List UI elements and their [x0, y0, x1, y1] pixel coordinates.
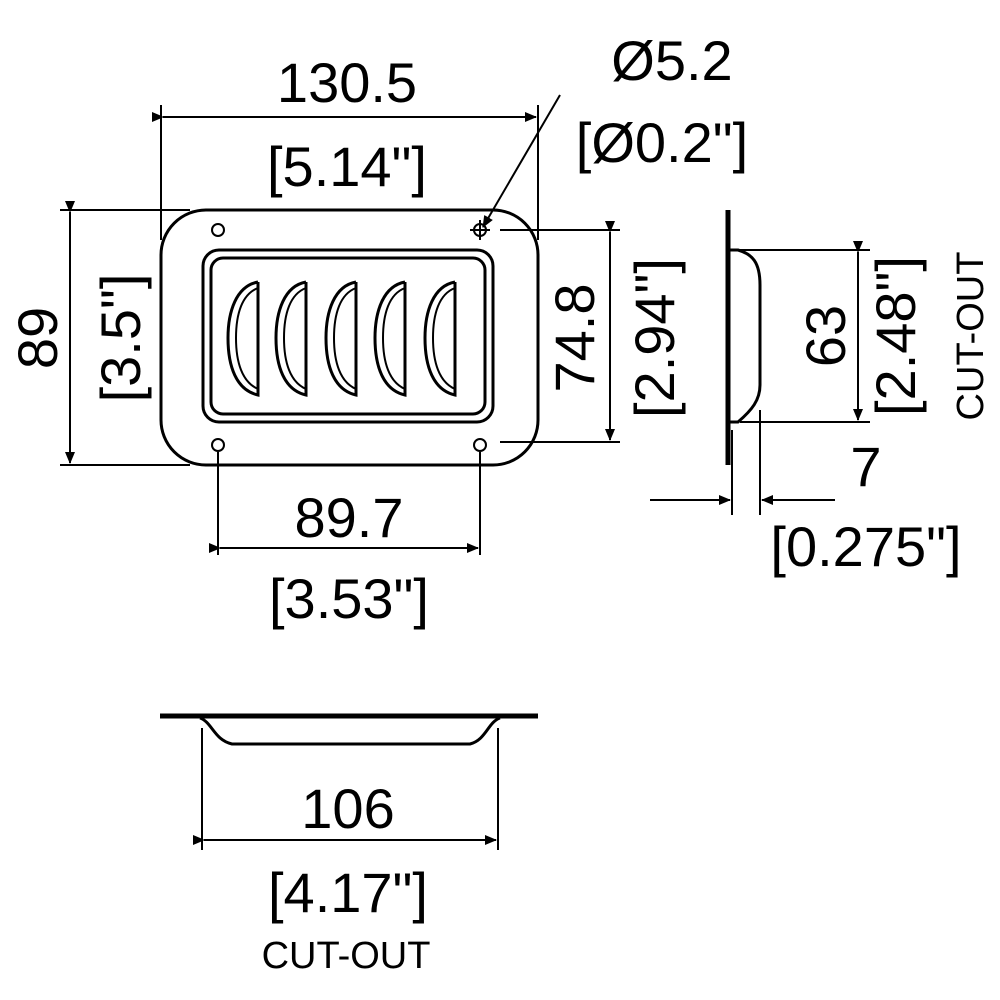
side-view: 63 [2.48"] CUT-OUT 7 [0.275"] [650, 210, 992, 578]
cutout-height-mm-label: 63 [794, 305, 857, 367]
mounting-hole [211, 223, 225, 237]
hole-spacing-dimension: 89.7 [3.53"] [209, 452, 481, 630]
depth-inch-label: [0.275"] [770, 515, 961, 578]
hole-inch-label: [Ø0.2"] [576, 111, 748, 174]
height-mm-label: 89 [6, 307, 69, 369]
width-inch-label: [5.14"] [267, 135, 427, 198]
cutout-height-dimension: 63 [2.48"] CUT-OUT [740, 241, 992, 423]
cutout-width-dimension: 106 [4.17"] CUT-OUT [193, 728, 499, 977]
louver-slot [234, 287, 259, 390]
cutout-height-inch-label: [2.48"] [864, 256, 927, 416]
height-inch-label: [3.5"] [89, 274, 152, 403]
hole-spacing-inch-label: [3.53"] [269, 567, 429, 630]
recess-inner [209, 256, 487, 416]
cutout-width-inch-label: [4.17"] [268, 861, 428, 924]
cutout-height-label: CUT-OUT [950, 252, 992, 421]
depth-dimension: 7 [0.275"] [650, 410, 962, 578]
side-profile [730, 248, 762, 424]
louver-slot [381, 287, 406, 390]
mounting-holes [211, 220, 490, 452]
mounting-hole [473, 438, 487, 452]
louver-slots [226, 280, 457, 397]
hole-dimension: Ø5.2 [Ø0.2"] [482, 29, 748, 228]
louver-slot [431, 287, 456, 390]
louver-slot [226, 280, 260, 397]
cutout-width-mm-label: 106 [301, 777, 394, 840]
louver-slot [423, 280, 457, 397]
height-dimension: 89 [3.5"] [6, 201, 190, 466]
louver-slot [324, 280, 358, 397]
recess-outer [201, 248, 495, 424]
hole-spacing-mm-label: 89.7 [295, 486, 404, 549]
width-mm-label: 130.5 [277, 51, 417, 114]
width-dimension: 130.5 [5.14"] [152, 51, 539, 240]
cutout-width-label: CUT-OUT [262, 935, 431, 977]
front-view: 130.5 [5.14"] Ø5.2 [Ø0.2"] 89 [3.5"] 74.… [6, 29, 748, 630]
louver-slot [274, 280, 308, 397]
depth-mm-label: 7 [850, 435, 881, 498]
inner-height-inch-label: [2.94"] [623, 258, 686, 418]
bottom-profile [199, 716, 501, 746]
bottom-view: 106 [4.17"] CUT-OUT [160, 713, 538, 977]
hole-mm-label: Ø5.2 [611, 29, 732, 92]
louver-slot [332, 287, 357, 390]
outer-flange [159, 208, 540, 467]
mounting-hole [211, 438, 225, 452]
inner-height-mm-label: 74.8 [543, 284, 606, 393]
louver-slot [282, 287, 307, 390]
louver-slot [373, 280, 407, 397]
inner-height-dimension: 74.8 [2.94"] [500, 221, 686, 443]
